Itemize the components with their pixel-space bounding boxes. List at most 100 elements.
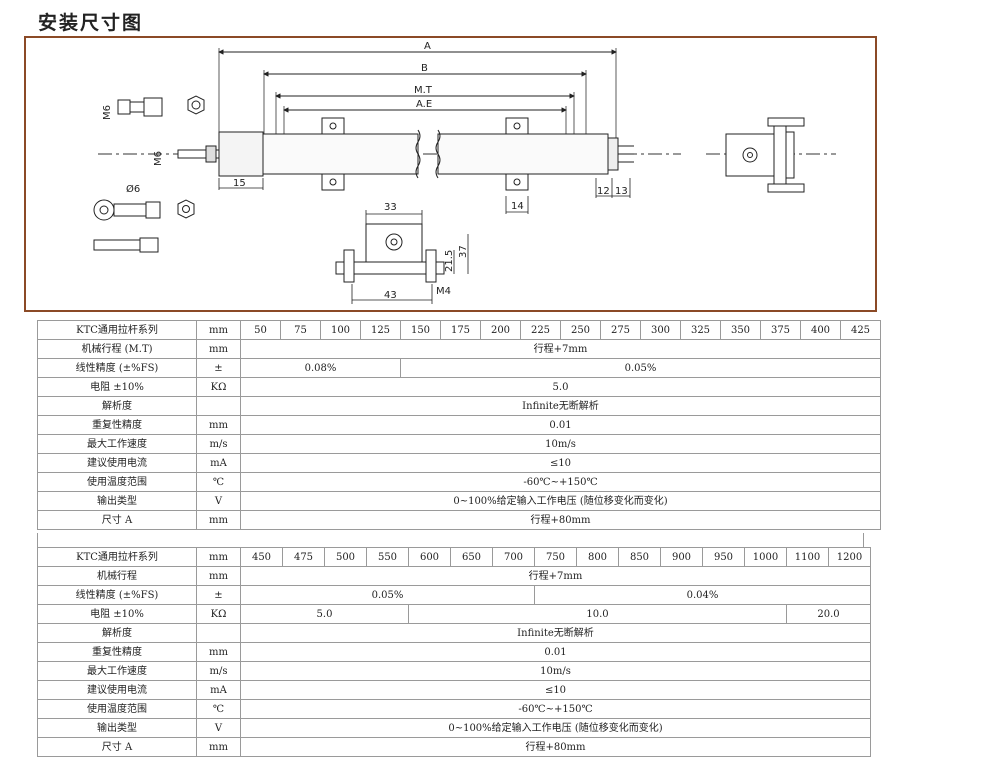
- series-unit: mm: [196, 320, 241, 340]
- row-label: 线性精度 (±%FS): [37, 358, 197, 378]
- row-value: 0.05%: [240, 585, 535, 605]
- size-cell: 350: [720, 320, 761, 340]
- row-value: Infinite无断解析: [240, 623, 871, 643]
- row-label: 机械行程: [37, 566, 197, 586]
- row-label: 最大工作速度: [37, 434, 197, 454]
- row-value: 0~100%给定输入工作电压 (随位移变化而变化): [240, 491, 881, 511]
- size-cell: 1100: [786, 547, 829, 567]
- dim-12: 12: [597, 186, 610, 197]
- row-value: ≤10: [240, 680, 871, 700]
- size-cell: 175: [440, 320, 481, 340]
- dim-33: 33: [384, 202, 397, 213]
- row-value: 10m/s: [240, 661, 871, 681]
- row-unit: m/s: [196, 434, 241, 454]
- row-value: 5.0: [240, 377, 881, 397]
- row-unit: mm: [196, 415, 241, 435]
- row-value: 20.0: [786, 604, 871, 624]
- dim-37: 37: [458, 245, 469, 258]
- row-label: 解析度: [37, 396, 197, 416]
- row-value: ≤10: [240, 453, 881, 473]
- dim-M4: M4: [436, 286, 451, 297]
- size-cell: 650: [450, 547, 493, 567]
- row-unit: [196, 623, 241, 643]
- row-unit: mA: [196, 453, 241, 473]
- row-label: 尺寸 A: [37, 737, 197, 757]
- size-cell: 750: [534, 547, 577, 567]
- table-row: 解析度 Infinite无断解析: [37, 623, 871, 643]
- row-label: 最大工作速度: [37, 661, 197, 681]
- row-unit: ℃: [196, 699, 241, 719]
- row-unit: KΩ: [196, 377, 241, 397]
- row-value: 行程+7mm: [240, 339, 881, 359]
- size-cell: 250: [560, 320, 601, 340]
- dim-15: 15: [233, 178, 246, 189]
- page-title: 安装尺寸图: [38, 12, 144, 34]
- size-cell: 1000: [744, 547, 787, 567]
- series-label: KTC通用拉杆系列: [37, 320, 197, 340]
- dim-13: 13: [615, 186, 628, 197]
- table-row: 使用温度范围℃-60℃~+150℃: [37, 472, 881, 492]
- row-unit: ±: [196, 585, 241, 605]
- pull-rod: [177, 149, 220, 159]
- row-value: 0~100%给定输入工作电压 (随位移变化而变化): [240, 718, 871, 738]
- size-cell: 500: [324, 547, 367, 567]
- sensor-body-left: [262, 133, 419, 175]
- row-label: 机械行程 (M.T): [37, 339, 197, 359]
- row-value: 10.0: [408, 604, 787, 624]
- row-unit: V: [196, 491, 241, 511]
- row-label: 线性精度 (±%FS): [37, 585, 197, 605]
- row-value: 行程+80mm: [240, 737, 871, 757]
- row-value: 0.01: [240, 415, 881, 435]
- row-unit: mm: [196, 737, 241, 757]
- row-label: 解析度: [37, 623, 197, 643]
- row-value: 0.04%: [534, 585, 871, 605]
- size-cell: 275: [600, 320, 641, 340]
- size-cell: 550: [366, 547, 409, 567]
- row-label: 重复性精度: [37, 415, 197, 435]
- row-value: -60℃~+150℃: [240, 699, 871, 719]
- size-cell: 425: [840, 320, 881, 340]
- size-cell: 850: [618, 547, 661, 567]
- sensor-body-right: [437, 133, 609, 175]
- size-cell: 1200: [828, 547, 871, 567]
- dim-phi6: Ø6: [126, 183, 140, 195]
- row-label: 电阻 ±10%: [37, 604, 197, 624]
- size-cell: 400: [800, 320, 841, 340]
- row-unit: [196, 396, 241, 416]
- row-value: 0.01: [240, 642, 871, 662]
- size-cell: 600: [408, 547, 451, 567]
- row-unit: KΩ: [196, 604, 241, 624]
- row-unit: mm: [196, 510, 241, 530]
- row-unit: mm: [196, 566, 241, 586]
- dim-M6-top: M6: [102, 105, 113, 120]
- dim-AE: A.E: [416, 99, 432, 110]
- row-value: 行程+7mm: [240, 566, 871, 586]
- row-value: 5.0: [240, 604, 409, 624]
- sensor-end-cap: [218, 131, 264, 177]
- installation-drawing: A B M.T A.E 15: [24, 36, 877, 312]
- size-cell: 900: [660, 547, 703, 567]
- dim-21-5: 21.5: [444, 250, 455, 272]
- row-label: 建议使用电流: [37, 680, 197, 700]
- row-value: -60℃~+150℃: [240, 472, 881, 492]
- size-cell: 50: [240, 320, 281, 340]
- size-cell: 125: [360, 320, 401, 340]
- table-gap: [37, 533, 864, 547]
- row-value: 0.08%: [240, 358, 401, 378]
- table-row: 线性精度 (±%FS)±0.05%0.04%: [37, 585, 871, 605]
- row-label: 尺寸 A: [37, 510, 197, 530]
